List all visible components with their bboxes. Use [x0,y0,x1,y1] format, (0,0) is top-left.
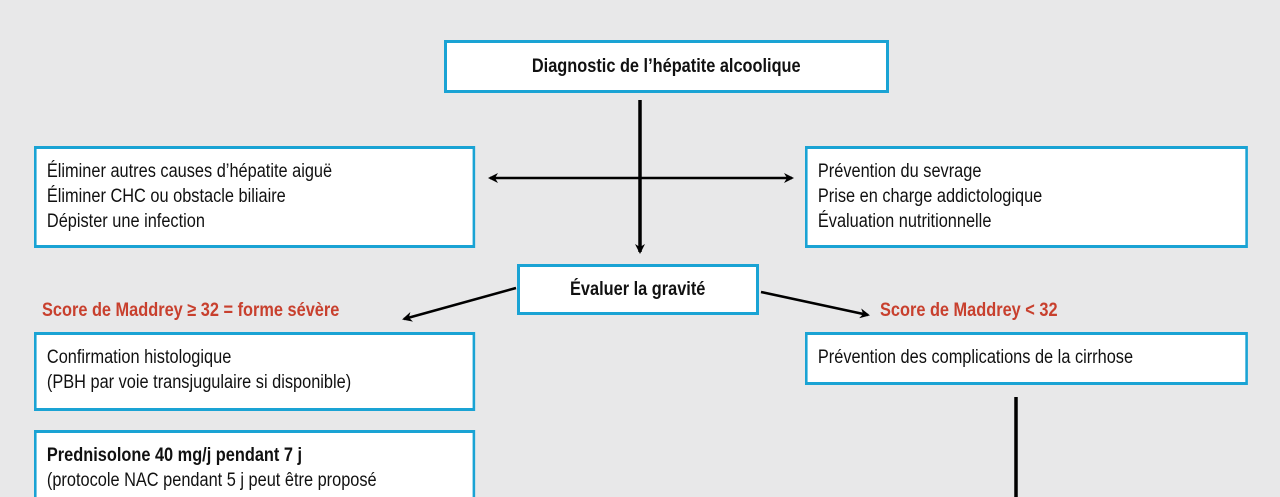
cirrhosis-line: Prévention des complications de la cirrh… [817,347,1134,368]
arrow-gravity-to-mild [760,290,870,319]
mild-score-label: Score de Maddrey < 32 [880,300,1058,321]
gravity-box: Évaluer la gravité [517,264,759,315]
prevention-box: Prévention du sevrage Prise en charge ad… [805,146,1248,248]
diagnosis-title-box: Diagnostic de l’hépatite alcoolique [444,40,889,93]
histology-line: (PBH par voie transjugulaire si disponib… [46,372,352,393]
prevention-line: Prise en charge addictologique [817,186,1043,207]
prevention-line: Prévention du sevrage [817,161,982,182]
diagnosis-title: Diagnostic de l’hépatite alcoolique [532,56,801,77]
severe-score-label: Score de Maddrey ≥ 32 = forme sévère [42,300,340,321]
gravity-label: Évaluer la gravité [570,279,706,300]
exclusion-line: Dépister une infection [46,211,205,232]
exclusion-line: Éliminer CHC ou obstacle biliaire [46,186,286,207]
histology-box: Confirmation histologique (PBH par voie … [34,332,476,411]
treatment-line-bold: Prednisolone 40 mg/j pendant 7 j [46,445,303,466]
exclusion-line: Éliminer autres causes d’hépatite aiguë [46,161,333,182]
cirrhosis-complications-box: Prévention des complications de la cirrh… [805,332,1248,385]
exclusion-box: Éliminer autres causes d’hépatite aiguë … [34,146,476,248]
prevention-line: Évaluation nutritionnelle [817,211,992,232]
arrow-gravity-to-severe [402,286,517,322]
treatment-line: (protocole NAC pendant 5 j peut être pro… [46,470,377,491]
treatment-box: Prednisolone 40 mg/j pendant 7 j (protoc… [34,430,476,497]
histology-line: Confirmation histologique [46,347,232,368]
